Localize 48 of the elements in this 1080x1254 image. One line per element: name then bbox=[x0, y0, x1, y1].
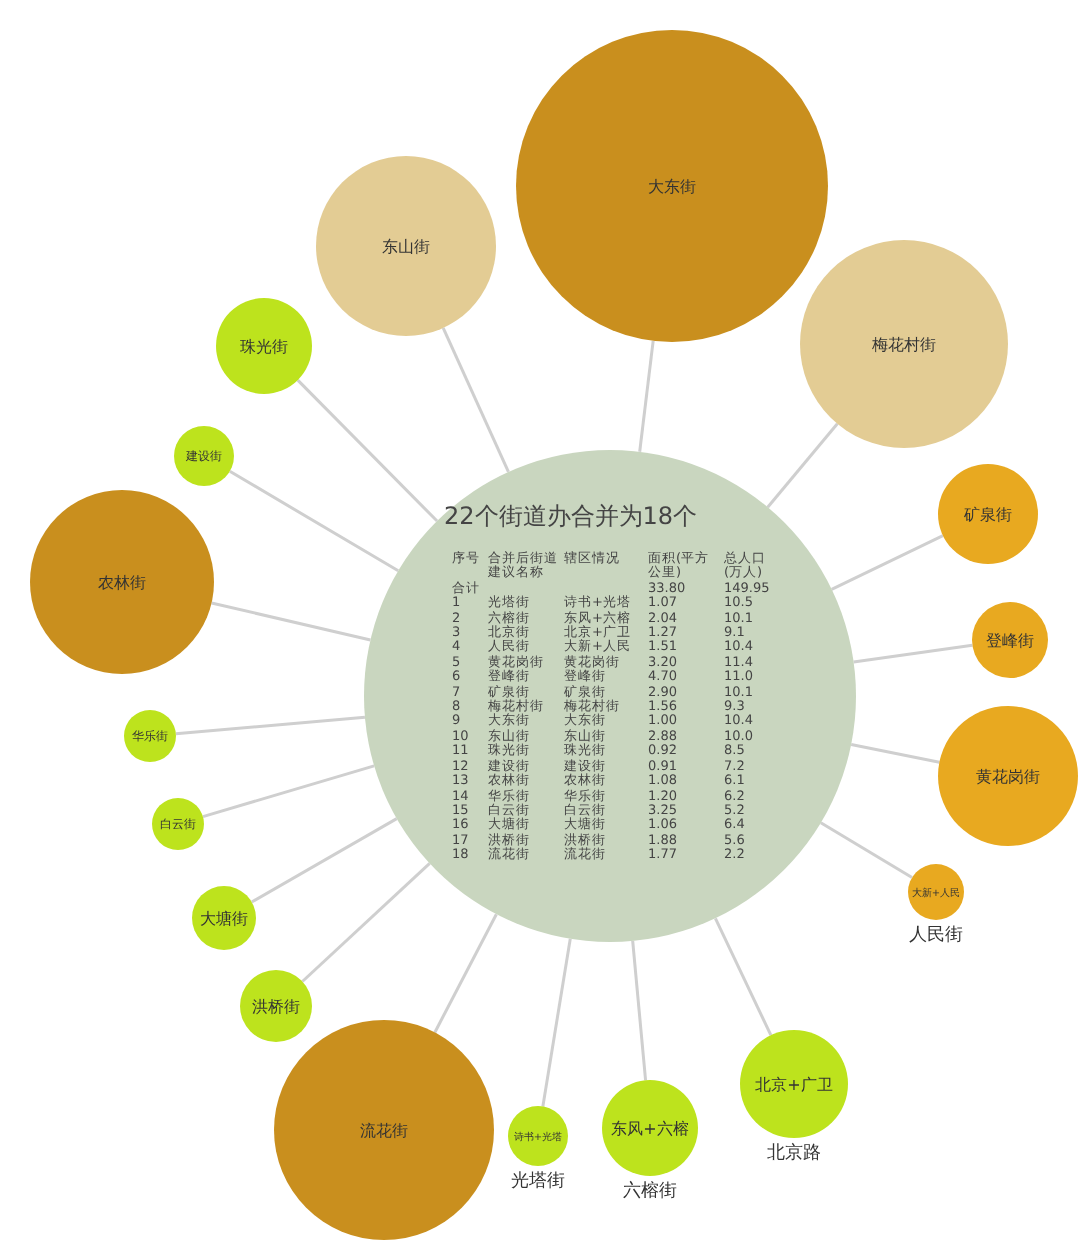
connector-line bbox=[853, 643, 973, 664]
connector-line bbox=[175, 715, 366, 736]
street-name: 矿泉街 bbox=[964, 503, 1012, 525]
street-bubble bbox=[740, 1030, 848, 1138]
street-name: 农林街 bbox=[98, 571, 146, 593]
street-name: 东风+六榕 bbox=[611, 1117, 689, 1139]
connector-line bbox=[631, 940, 648, 1081]
street-name: 大塘街 bbox=[200, 907, 248, 929]
connector-line bbox=[766, 422, 839, 509]
street-name: 大东街 bbox=[648, 175, 696, 197]
connector-line bbox=[433, 913, 498, 1034]
street-name: 东山街 bbox=[382, 235, 430, 257]
connector-line bbox=[541, 938, 572, 1107]
street-name: 登峰街 bbox=[986, 629, 1034, 651]
street-name: 六榕街 bbox=[623, 1179, 677, 1204]
connector-line bbox=[820, 821, 913, 879]
street-bubble bbox=[152, 798, 204, 850]
connector-line bbox=[211, 601, 371, 642]
connector-line bbox=[301, 862, 431, 983]
connector-line bbox=[714, 917, 773, 1036]
street-name: 北京+广卫 bbox=[755, 1073, 833, 1095]
connector-line bbox=[831, 534, 944, 591]
street-bubble bbox=[972, 602, 1048, 678]
street-bubble bbox=[240, 970, 312, 1042]
connector-line bbox=[638, 340, 655, 452]
street-name: 流花街 bbox=[360, 1119, 408, 1141]
title: 22个街道办合并为18个 bbox=[444, 500, 698, 534]
street-name: 珠光街 bbox=[240, 335, 288, 357]
street-bubble bbox=[938, 464, 1038, 564]
connector-line bbox=[202, 764, 375, 819]
street-bubble bbox=[174, 426, 234, 486]
street-name: 梅花村街 bbox=[872, 333, 936, 355]
street-bubble bbox=[508, 1106, 568, 1166]
connector-line bbox=[296, 379, 439, 523]
street-name: 人民街 bbox=[909, 923, 963, 948]
street-name: 光塔街 bbox=[511, 1169, 565, 1194]
street-bubble bbox=[908, 864, 964, 920]
street-bubble bbox=[602, 1080, 698, 1176]
street-bubble bbox=[192, 886, 256, 950]
connector-line bbox=[229, 469, 399, 573]
connector-line bbox=[251, 817, 398, 904]
connector-line bbox=[441, 327, 510, 473]
connector-line bbox=[850, 743, 940, 764]
street-name: 黄花岗街 bbox=[976, 765, 1040, 787]
street-name: 洪桥街 bbox=[252, 995, 300, 1017]
street-bubble bbox=[216, 298, 312, 394]
street-name: 北京路 bbox=[767, 1141, 821, 1166]
street-bubble bbox=[124, 710, 176, 762]
